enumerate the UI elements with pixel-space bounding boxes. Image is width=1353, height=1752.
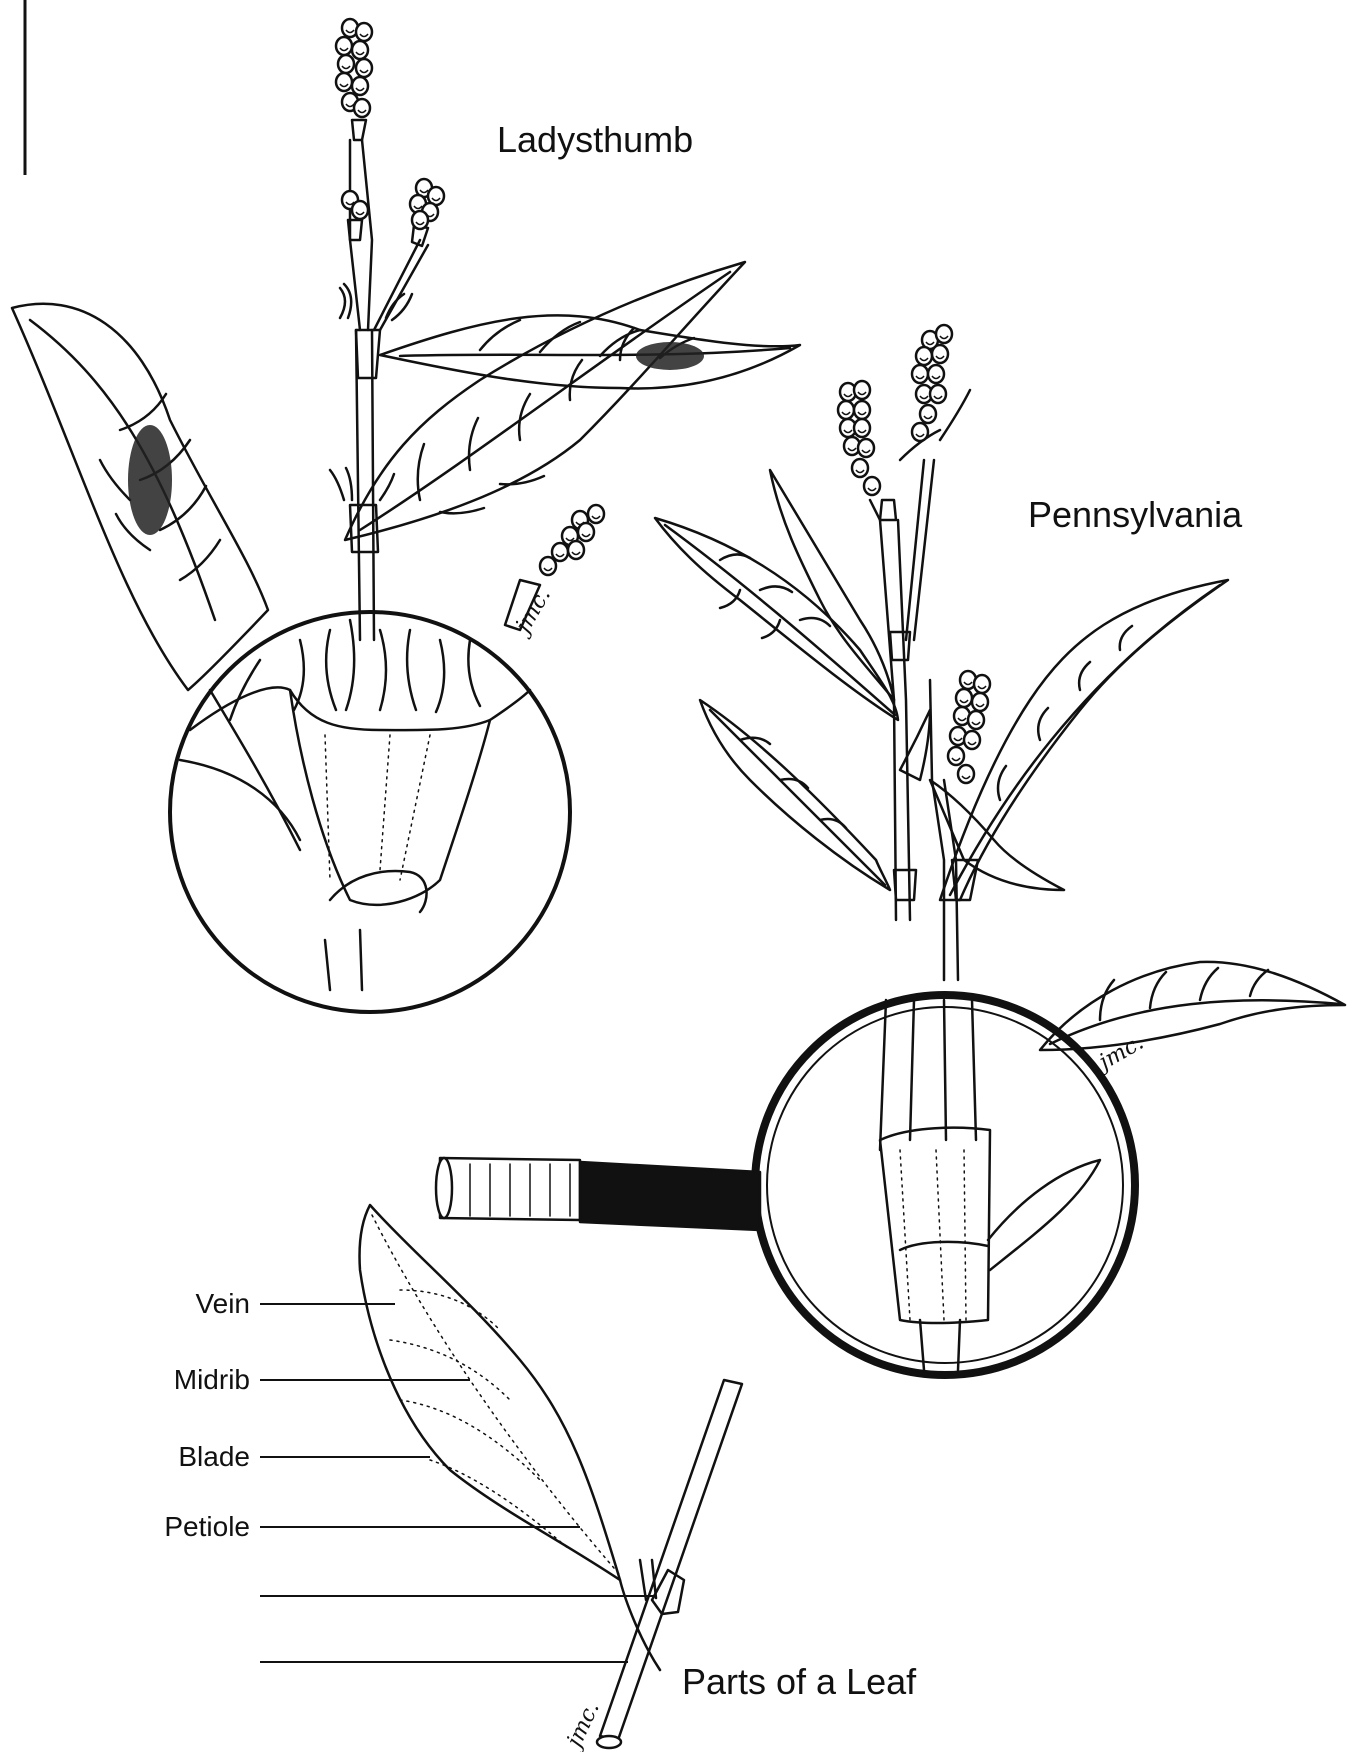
ladysthumb-flowers — [336, 19, 604, 575]
vein-label: Vein — [50, 1290, 250, 1318]
pennsylvania-label: Pennsylvania — [1028, 497, 1242, 533]
blade-label: Blade — [50, 1443, 250, 1471]
leader-lines — [260, 1304, 655, 1662]
ladysthumb-plant — [12, 120, 800, 1012]
parts-of-leaf-title: Parts of a Leaf — [682, 1664, 916, 1700]
petiole-label: Petiole — [50, 1513, 250, 1541]
ladysthumb-magnifier-circle — [170, 612, 570, 1012]
ladysthumb-label: Ladysthumb — [497, 122, 693, 158]
midrib-label: Midrib — [50, 1366, 250, 1394]
